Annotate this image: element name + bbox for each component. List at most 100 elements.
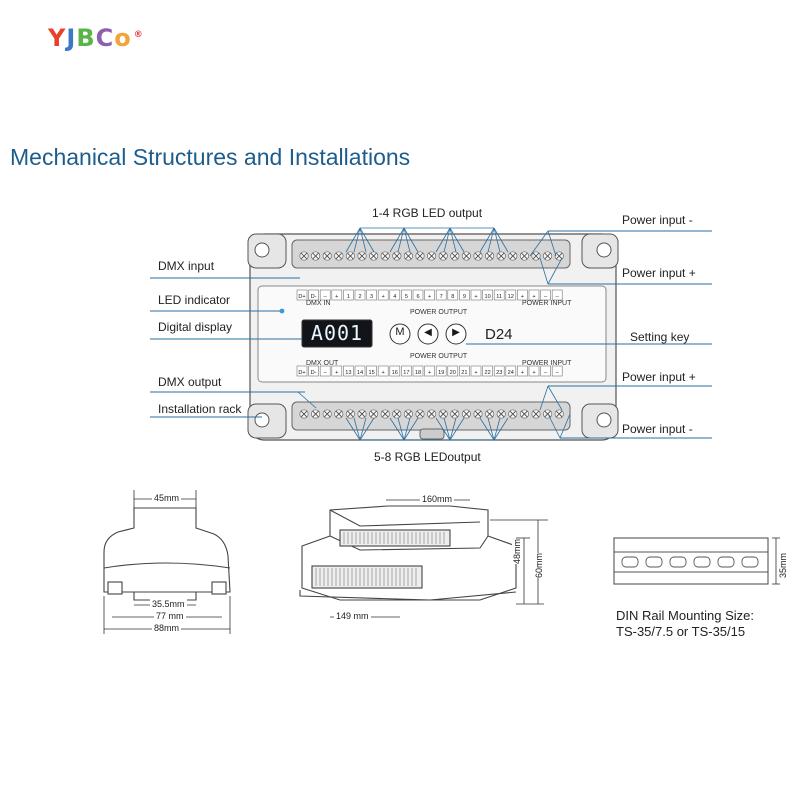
terminal-label: 15 <box>366 365 377 377</box>
terminal-screw <box>334 251 344 261</box>
dim-height-small: 48mm <box>512 538 522 564</box>
terminal-screw <box>485 409 495 419</box>
svg-text:9: 9 <box>463 294 466 300</box>
svg-text:+: + <box>474 370 477 376</box>
digital-display <box>301 319 373 348</box>
fan-line <box>359 227 367 253</box>
key-m-button[interactable] <box>389 323 411 345</box>
terminal-label: D+ <box>296 289 308 301</box>
logo-letter: J <box>66 24 77 52</box>
terminal-screw <box>380 251 390 261</box>
key-right-button[interactable] <box>445 323 467 345</box>
fan-line <box>397 227 405 253</box>
terminal-screw <box>485 251 495 261</box>
terminal-label: 24 <box>505 365 517 377</box>
terminal-label: 12 <box>505 289 517 301</box>
key-left-button[interactable] <box>417 323 439 345</box>
terminal-label: – <box>319 365 331 377</box>
rail-dimension-lines <box>772 537 780 585</box>
terminal-screw <box>543 251 553 261</box>
svg-text:D-: D- <box>311 294 317 300</box>
svg-text:18: 18 <box>415 370 421 376</box>
fan-line <box>449 227 465 253</box>
svg-text:2: 2 <box>358 294 361 300</box>
terminal-screw <box>450 409 460 419</box>
fan-line <box>403 417 419 441</box>
terminal-screw <box>311 409 321 419</box>
terminal-label: 11 <box>493 289 505 301</box>
rail-slot <box>669 556 687 568</box>
fan-line <box>493 227 501 253</box>
logo-letter: Y <box>48 24 67 52</box>
din-rail-note-line1: DIN Rail Mounting Size: <box>616 608 754 623</box>
terminal-label: – <box>540 289 551 301</box>
svg-text:22: 22 <box>484 370 490 376</box>
terminal-label: + <box>517 365 528 377</box>
din-rail-slots <box>621 556 759 568</box>
bottom-power-input-label: POWER INPUT <box>522 360 572 367</box>
rack-clip <box>419 428 445 440</box>
terminal-label: 8 <box>447 289 459 301</box>
svg-text:–: – <box>324 370 328 376</box>
fan-line <box>449 417 457 441</box>
fan-line <box>443 227 451 253</box>
fan-line <box>403 227 411 253</box>
terminal-screw <box>473 251 483 261</box>
terminal-label: 6 <box>412 289 424 301</box>
fan-line <box>389 417 405 441</box>
fan-line <box>353 227 361 253</box>
fan-line <box>389 227 405 253</box>
terminal-screw <box>438 409 448 419</box>
callout-leader-lines <box>150 230 712 439</box>
svg-text:11: 11 <box>496 294 502 300</box>
terminal-screw <box>415 409 425 419</box>
rail-slot <box>645 556 663 568</box>
svg-text:D+: D+ <box>298 294 305 300</box>
terminal-screw <box>519 409 529 419</box>
terminal-label: + <box>528 289 540 301</box>
top-terminal-screws <box>299 251 564 261</box>
terminal-label: + <box>424 365 435 377</box>
dim-rail-height: 35mm <box>778 552 788 578</box>
power-fan-lines <box>529 230 571 439</box>
mounting-ears <box>247 233 619 439</box>
terminal-screw <box>508 251 518 261</box>
terminal-label: 10 <box>482 289 493 301</box>
din-rail-note-line2: TS-35/7.5 or TS-35/15 <box>616 624 746 639</box>
terminal-screw <box>531 409 541 419</box>
power-input-plus-top-callout: Power input + <box>622 266 696 280</box>
rail-slot <box>693 556 711 568</box>
fan-line <box>493 417 509 441</box>
perspective-terminal-ticks <box>315 532 445 586</box>
fan-line <box>359 417 367 441</box>
fan-line <box>487 227 495 253</box>
fan-line <box>493 417 501 441</box>
terminal-screw <box>554 251 564 261</box>
svg-text:24: 24 <box>508 370 514 376</box>
terminal-screw <box>427 409 437 419</box>
terminal-label: 7 <box>435 289 447 301</box>
svg-text:D+: D+ <box>298 370 305 376</box>
svg-text:10: 10 <box>484 294 490 300</box>
fan-line <box>345 417 361 441</box>
svg-text:1: 1 <box>347 294 350 300</box>
terminal-label: D+ <box>296 365 308 377</box>
terminal-label: 22 <box>482 365 493 377</box>
terminal-screw <box>554 409 564 419</box>
top-output-fan-lines <box>345 227 509 253</box>
din-rail-note: DIN Rail Mounting Size: TS-35/7.5 or TS-… <box>616 608 754 640</box>
dmx-output-leader-tip <box>297 391 317 409</box>
registered-mark: ® <box>133 30 144 40</box>
terminal-label: D- <box>308 365 319 377</box>
top-power-input-label: POWER INPUT <box>522 300 572 307</box>
svg-text:14: 14 <box>357 370 363 376</box>
svg-text:12: 12 <box>508 294 514 300</box>
key-right-icon: ▶ <box>452 327 460 338</box>
dim-bottom-length: 149 mm <box>334 611 371 621</box>
terminal-screw <box>345 251 355 261</box>
terminal-label: 21 <box>459 365 470 377</box>
svg-text:20: 20 <box>450 370 456 376</box>
terminal-screw <box>334 409 344 419</box>
svg-text:+: + <box>428 370 431 376</box>
terminal-screw <box>322 409 332 419</box>
